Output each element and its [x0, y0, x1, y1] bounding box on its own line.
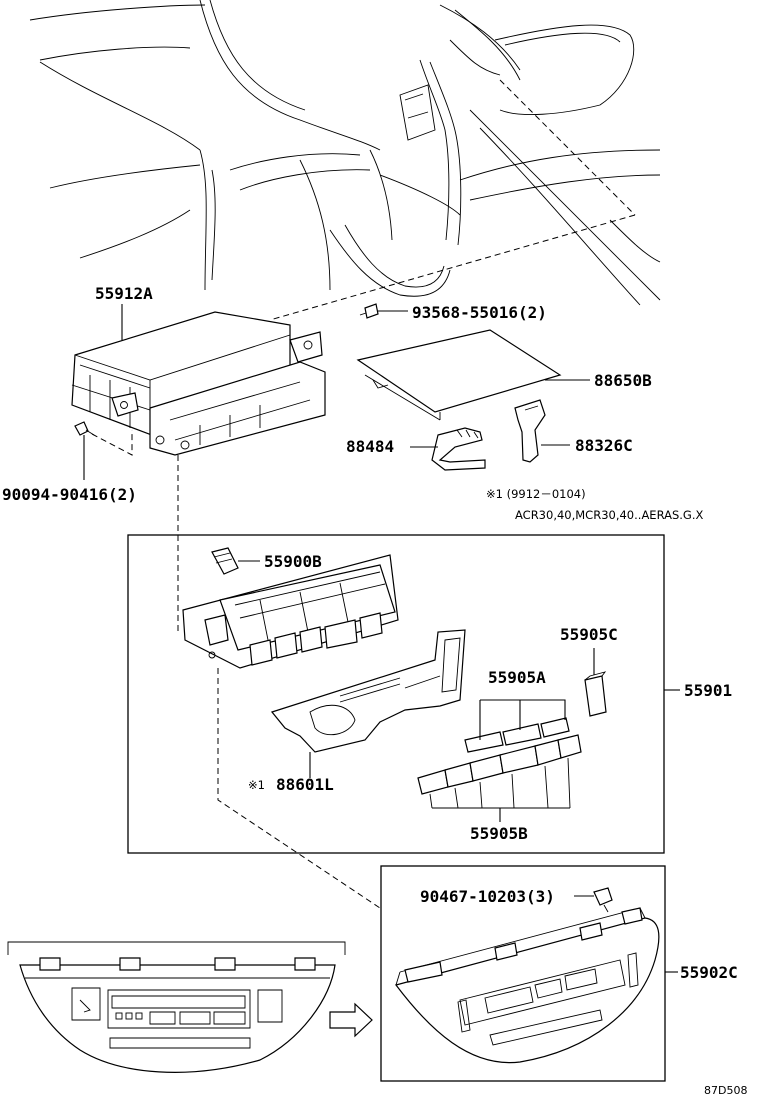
leader-55905B [432, 807, 570, 822]
label-55901: 55901 [684, 681, 732, 700]
part-55905C-button [584, 671, 607, 717]
diagram-code: 87D508 [704, 1084, 747, 1097]
assembly-line-2 [217, 668, 381, 909]
part-88601L-board [270, 629, 466, 753]
part-55905B-buttons [417, 734, 582, 809]
label-55905A: 55905A [488, 668, 546, 687]
label-55905B: 55905B [470, 824, 528, 843]
note-date-range: ※1 (9912－0104) [486, 487, 586, 501]
location-line-lower [269, 214, 636, 321]
screw-90094-icon [74, 421, 95, 436]
part-88326C-bracket [514, 399, 546, 463]
label-88484: 88484 [346, 437, 394, 456]
mark-note-1: ※1 [248, 778, 265, 792]
label-88326C: 88326C [575, 436, 633, 455]
location-line-upper [499, 79, 636, 216]
screw-90094-dash [91, 430, 133, 456]
arrow-right-icon [329, 1002, 373, 1038]
clip-90467-icon [593, 887, 613, 913]
part-55912A-box [71, 311, 326, 456]
label-90467-10203: 90467-10203(3) [420, 887, 555, 906]
screw-93568-icon [359, 303, 379, 319]
part-55900B-bulb [211, 547, 239, 575]
label-55912A: 55912A [95, 284, 153, 303]
part-55902C-bezel [394, 907, 660, 1064]
assembly-box-55902C [380, 865, 666, 1082]
part-55905A-buttons [464, 717, 570, 753]
label-93568-55016: 93568-55016(2) [412, 303, 547, 322]
leader-55905A [479, 699, 566, 740]
part-control-panel [182, 554, 399, 669]
label-88601L: 88601L [276, 775, 334, 794]
reference-panel [7, 941, 346, 1073]
label-55900B: 55900B [264, 552, 322, 571]
part-88484-cable [431, 427, 486, 471]
label-90094-90416: 90094-90416(2) [2, 485, 137, 504]
part-88650B-sheet [356, 329, 562, 421]
assembly-box-55901 [127, 534, 665, 854]
label-55905C: 55905C [560, 625, 618, 644]
label-55902C: 55902C [680, 963, 738, 982]
note-models: ACR30,40,MCR30,40..AERAS.G.X [515, 508, 703, 522]
dashboard-outline [29, 0, 661, 306]
label-88650B: 88650B [594, 371, 652, 390]
